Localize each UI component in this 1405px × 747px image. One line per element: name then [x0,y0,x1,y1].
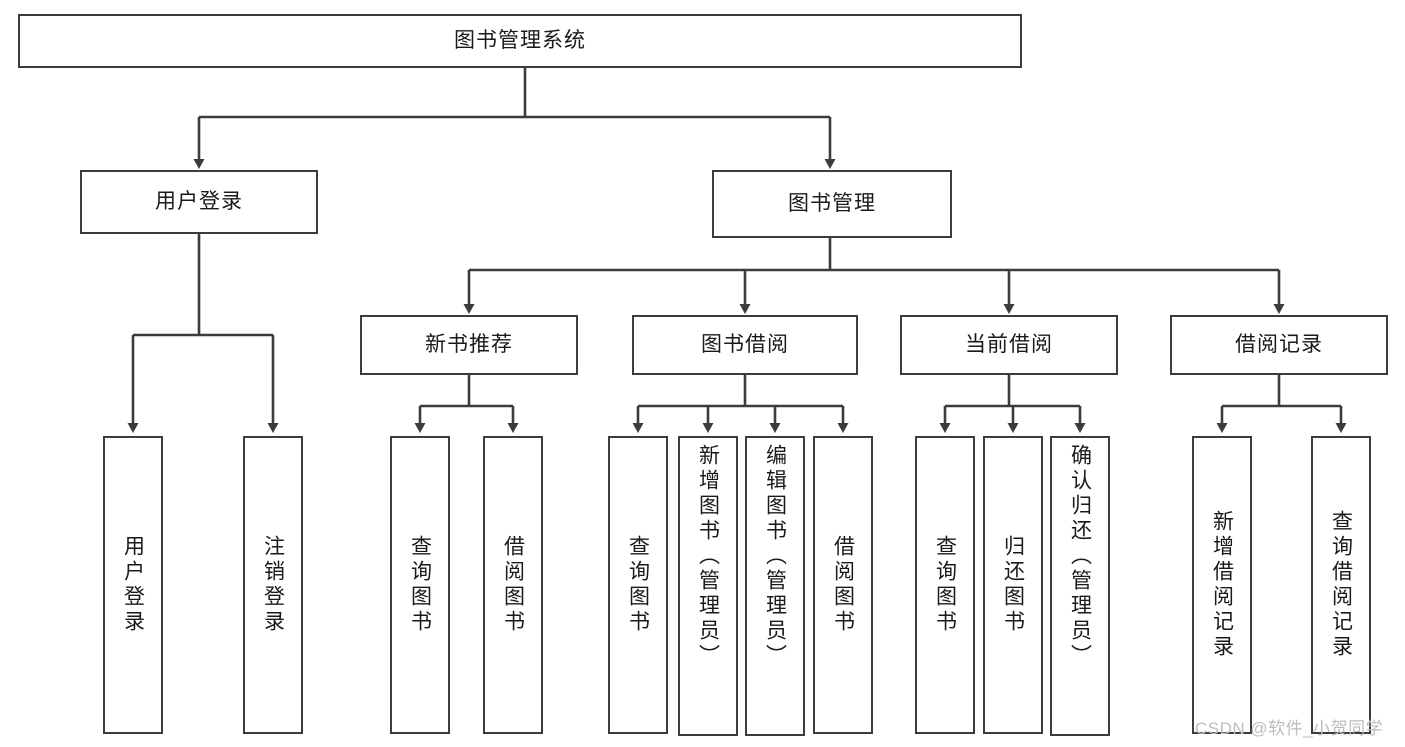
leaf-label: 用户登录 [121,535,145,635]
node-label: 图书管理 [788,191,876,215]
csdn-watermark: CSDN @软件_小贺同学 [1195,719,1384,738]
leaf-user-login[interactable]: 用户登录 [103,436,163,734]
node-root-system[interactable]: 图书管理系统 [18,14,1022,68]
leaf-label: 查询图书 [408,535,432,635]
node-borrow-record[interactable]: 借阅记录 [1170,315,1388,375]
node-new-book-recommend[interactable]: 新书推荐 [360,315,578,375]
node-book-management[interactable]: 图书管理 [712,170,952,238]
leaf-label: 借阅图书 [831,535,855,635]
leaf-label: 查询图书 [626,535,650,635]
leaf-bookborrow-add-book-admin[interactable]: 新增图书（管理员） [678,436,738,736]
leaf-label: 编辑图书（管理员） [763,444,787,669]
leaf-label: 借阅图书 [501,535,525,635]
node-label: 用户登录 [155,189,243,213]
node-label: 借阅记录 [1235,332,1323,356]
leaf-currentborrow-query-book[interactable]: 查询图书 [915,436,975,734]
leaf-label: 归还图书 [1001,535,1025,635]
leaf-borrowrecord-query-record[interactable]: 查询借阅记录 [1311,436,1371,734]
leaf-label: 注销登录 [261,535,285,635]
leaf-bookborrow-edit-book-admin[interactable]: 编辑图书（管理员） [745,436,805,736]
node-label: 当前借阅 [965,332,1053,356]
node-label: 新书推荐 [425,332,513,356]
leaf-borrowrecord-add-record[interactable]: 新增借阅记录 [1192,436,1252,734]
leaf-newbook-borrow-book[interactable]: 借阅图书 [483,436,543,734]
node-user-login[interactable]: 用户登录 [80,170,318,234]
leaf-newbook-query-book[interactable]: 查询图书 [390,436,450,734]
leaf-currentborrow-return-book[interactable]: 归还图书 [983,436,1043,734]
leaf-label: 查询图书 [933,535,957,635]
leaf-bookborrow-query-book[interactable]: 查询图书 [608,436,668,734]
leaf-label: 新增借阅记录 [1210,510,1234,660]
leaf-logout[interactable]: 注销登录 [243,436,303,734]
leaf-label: 确认归还（管理员） [1068,444,1092,669]
leaf-currentborrow-confirm-return-admin[interactable]: 确认归还（管理员） [1050,436,1110,736]
leaf-bookborrow-borrow-book[interactable]: 借阅图书 [813,436,873,734]
node-book-borrow[interactable]: 图书借阅 [632,315,858,375]
node-label: 图书管理系统 [454,28,586,52]
node-current-borrow[interactable]: 当前借阅 [900,315,1118,375]
leaf-label: 查询借阅记录 [1329,510,1353,660]
leaf-label: 新增图书（管理员） [696,444,720,669]
node-label: 图书借阅 [701,332,789,356]
